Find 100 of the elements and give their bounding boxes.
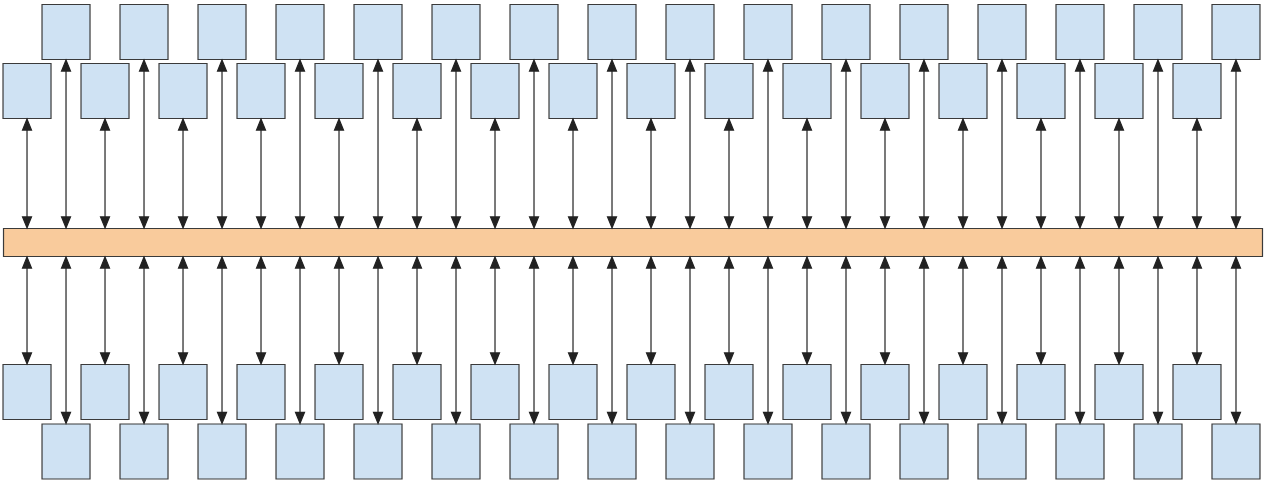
- arrow: [957, 118, 969, 229]
- box-node: [509, 3, 559, 61]
- arrow: [138, 256, 150, 424]
- box-node: [938, 363, 988, 421]
- arrow: [1035, 256, 1047, 365]
- box-node: [1094, 363, 1144, 421]
- arrow: [294, 256, 306, 424]
- arrow: [606, 256, 618, 424]
- box-node: [587, 423, 637, 480]
- arrow: [528, 59, 540, 229]
- arrow: [372, 59, 384, 229]
- box-node: [626, 62, 676, 120]
- arrow: [216, 256, 228, 424]
- box-node: [119, 3, 169, 61]
- arrow: [528, 256, 540, 424]
- arrow: [801, 118, 813, 229]
- box-node: [392, 363, 442, 421]
- arrow: [372, 256, 384, 424]
- box-node: [626, 363, 676, 421]
- arrow: [996, 256, 1008, 424]
- box-node: [548, 363, 598, 421]
- box-node: [587, 3, 637, 61]
- arrow: [450, 256, 462, 424]
- arrow: [762, 59, 774, 229]
- arrow: [255, 118, 267, 229]
- box-node: [158, 363, 208, 421]
- box-node: [80, 363, 130, 421]
- box-node: [158, 62, 208, 120]
- box-node: [314, 62, 364, 120]
- box-node: [1133, 423, 1183, 480]
- box-node: [275, 3, 325, 61]
- box-node: [392, 62, 442, 120]
- arrow: [99, 118, 111, 229]
- arrow: [840, 59, 852, 229]
- arrow: [645, 256, 657, 365]
- arrow: [60, 256, 72, 424]
- arrow: [255, 256, 267, 365]
- arrow: [333, 256, 345, 365]
- arrow: [1113, 118, 1125, 229]
- arrow: [1113, 256, 1125, 365]
- box-node: [41, 423, 91, 480]
- box-node: [743, 423, 793, 480]
- bus-bar: [2, 227, 1264, 258]
- arrow: [411, 256, 423, 365]
- box-node: [860, 363, 910, 421]
- arrow: [177, 118, 189, 229]
- arrow: [567, 118, 579, 229]
- arrow: [294, 59, 306, 229]
- box-node: [704, 62, 754, 120]
- arrow: [801, 256, 813, 365]
- box-node: [548, 62, 598, 120]
- arrow: [489, 256, 501, 365]
- box-node: [1133, 3, 1183, 61]
- box-node: [860, 62, 910, 120]
- box-node: [236, 363, 286, 421]
- arrow: [99, 256, 111, 365]
- arrow: [957, 256, 969, 365]
- arrow: [21, 118, 33, 229]
- box-node: [197, 423, 247, 480]
- box-node: [470, 363, 520, 421]
- arrow: [60, 59, 72, 229]
- arrow: [1230, 59, 1242, 229]
- box-node: [509, 423, 559, 480]
- box-node: [431, 423, 481, 480]
- box-node: [977, 423, 1027, 480]
- arrow: [177, 256, 189, 365]
- box-node: [470, 62, 520, 120]
- box-node: [275, 423, 325, 480]
- box-node: [119, 423, 169, 480]
- arrow: [567, 256, 579, 365]
- box-node: [782, 62, 832, 120]
- arrow: [1074, 59, 1086, 229]
- arrow: [1230, 256, 1242, 424]
- box-node: [353, 423, 403, 480]
- box-node: [1172, 363, 1222, 421]
- arrow: [723, 118, 735, 229]
- box-node: [2, 62, 52, 120]
- box-node: [821, 3, 871, 61]
- box-node: [1094, 62, 1144, 120]
- arrow: [840, 256, 852, 424]
- box-node: [743, 3, 793, 61]
- box-node: [899, 423, 949, 480]
- box-node: [1211, 423, 1261, 480]
- box-node: [41, 3, 91, 61]
- arrow: [21, 256, 33, 365]
- arrow: [918, 256, 930, 424]
- arrow: [1152, 256, 1164, 424]
- box-node: [704, 363, 754, 421]
- arrow: [762, 256, 774, 424]
- box-node: [821, 423, 871, 480]
- arrow: [216, 59, 228, 229]
- arrow: [684, 256, 696, 424]
- box-node: [938, 62, 988, 120]
- box-node: [2, 363, 52, 421]
- arrow: [918, 59, 930, 229]
- arrow: [645, 118, 657, 229]
- box-node: [197, 3, 247, 61]
- box-node: [431, 3, 481, 61]
- arrow: [606, 59, 618, 229]
- box-node: [977, 3, 1027, 61]
